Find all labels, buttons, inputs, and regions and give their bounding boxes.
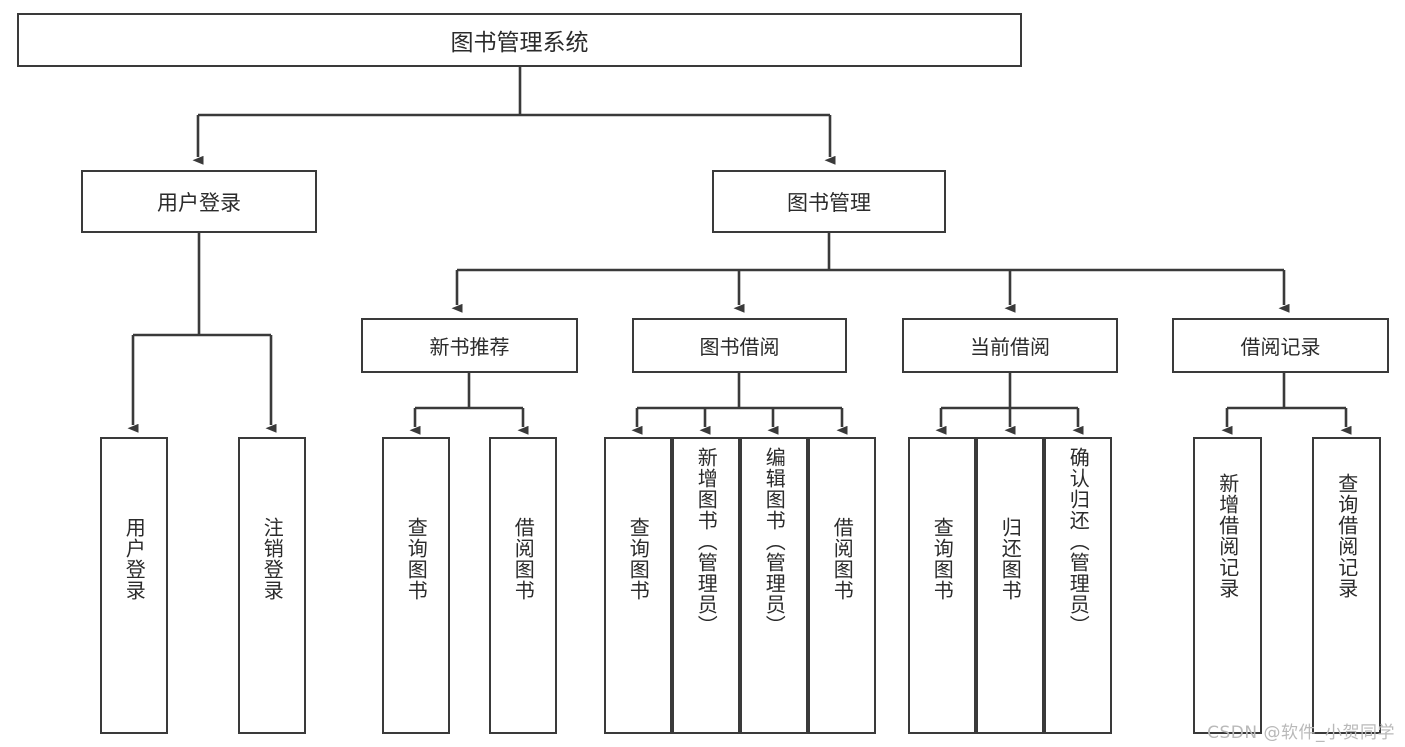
leaf-label: 查询借阅记录 bbox=[1334, 473, 1359, 599]
node-user-login[interactable]: 用户登录 bbox=[81, 170, 317, 233]
leaf-label: 查询图书 bbox=[626, 517, 651, 601]
node-label: 图书借阅 bbox=[699, 335, 780, 359]
leaf-label: 查询图书 bbox=[404, 517, 429, 601]
leaf-label: 新增借阅记录 bbox=[1215, 473, 1240, 599]
leaf-label: 借阅图书 bbox=[511, 517, 536, 601]
leaf-new-book-borrow-books[interactable]: 借阅图书 bbox=[489, 437, 557, 734]
leaf-record-query-borrow-record[interactable]: 查询借阅记录 bbox=[1312, 437, 1381, 734]
node-new-book-recommendation[interactable]: 新书推荐 bbox=[361, 318, 578, 373]
leaf-label: 归还图书 bbox=[998, 517, 1023, 601]
leaf-label: 注销登录 bbox=[260, 517, 285, 601]
leaf-label: 编辑图书（管理员） bbox=[762, 447, 787, 636]
leaf-user-login-logout[interactable]: 注销登录 bbox=[238, 437, 306, 734]
leaf-book-borrow-edit-book-admin[interactable]: 编辑图书（管理员） bbox=[740, 437, 808, 734]
node-label: 图书管理 bbox=[787, 190, 871, 215]
leaf-label: 新增图书（管理员） bbox=[694, 447, 719, 636]
node-label: 用户登录 bbox=[157, 190, 241, 215]
leaf-book-borrow-borrow-books[interactable]: 借阅图书 bbox=[808, 437, 876, 734]
node-book-management[interactable]: 图书管理 bbox=[712, 170, 946, 233]
node-label: 图书管理系统 bbox=[450, 30, 589, 56]
leaf-current-borrow-query-books[interactable]: 查询图书 bbox=[908, 437, 976, 734]
leaf-record-add-borrow-record[interactable]: 新增借阅记录 bbox=[1193, 437, 1262, 734]
node-current-borrowing[interactable]: 当前借阅 bbox=[902, 318, 1118, 373]
node-label: 当前借阅 bbox=[970, 335, 1050, 359]
leaf-user-login-login[interactable]: 用户登录 bbox=[100, 437, 168, 734]
leaf-label: 确认归还（管理员） bbox=[1066, 447, 1091, 636]
node-label: 借阅记录 bbox=[1240, 335, 1321, 359]
leaf-label: 用户登录 bbox=[122, 517, 147, 601]
node-root-book-management-system[interactable]: 图书管理系统 bbox=[17, 13, 1022, 67]
leaf-label: 借阅图书 bbox=[830, 517, 855, 601]
leaf-book-borrow-add-book-admin[interactable]: 新增图书（管理员） bbox=[672, 437, 740, 734]
node-borrowing-records[interactable]: 借阅记录 bbox=[1172, 318, 1389, 373]
node-label: 新书推荐 bbox=[429, 335, 510, 359]
leaf-current-borrow-return-books[interactable]: 归还图书 bbox=[976, 437, 1044, 734]
leaf-current-borrow-confirm-return-admin[interactable]: 确认归还（管理员） bbox=[1044, 437, 1112, 734]
leaf-new-book-query-books[interactable]: 查询图书 bbox=[382, 437, 450, 734]
watermark-text: CSDN @软件_小贺同学 bbox=[1207, 723, 1395, 743]
node-book-borrowing[interactable]: 图书借阅 bbox=[632, 318, 847, 373]
leaf-book-borrow-query-books[interactable]: 查询图书 bbox=[604, 437, 672, 734]
leaf-label: 查询图书 bbox=[930, 517, 955, 601]
